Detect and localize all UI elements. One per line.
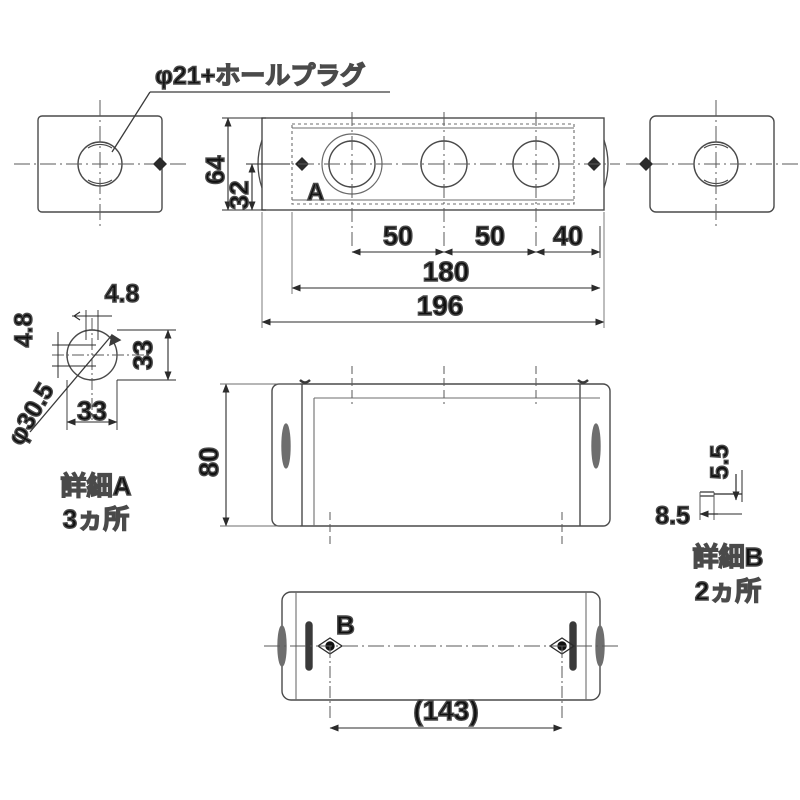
detail-b-subtitle: 2ヵ所	[695, 576, 761, 606]
dim-line-180	[291, 212, 601, 294]
dim-bottom-hole-pitch: (143)	[413, 695, 478, 726]
detail-a-dim-top: 4.8	[105, 280, 140, 308]
dim-length-inner: 180	[423, 256, 470, 287]
detail-b-dim-horizontal: 8.5	[655, 502, 690, 530]
detail-a-subtitle: 3ヵ所	[63, 504, 129, 534]
bottom-view-section-label-b: B	[336, 610, 355, 640]
hole-plug-note: φ21+ホールプラグ	[155, 62, 365, 90]
detail-b-title: 詳細B	[693, 542, 764, 572]
right-end-view	[626, 100, 798, 226]
dim-pitch-1: 50	[383, 221, 413, 251]
dim-height-inner: 32	[224, 181, 254, 210]
dim-front-height: 80	[194, 447, 224, 477]
front-view-dimension-80	[220, 383, 300, 527]
dim-pitch-3: 40	[553, 221, 583, 251]
bottom-view	[264, 591, 620, 718]
detail-b-drawing	[699, 470, 743, 520]
dim-length-overall: 196	[417, 290, 464, 321]
top-view-vertical-dimensions	[222, 117, 290, 211]
detail-a-dim-left: 4.8	[10, 313, 38, 348]
detail-b-dim-vertical: 5.5	[706, 445, 734, 480]
detail-a-title: 詳細A	[61, 471, 132, 501]
left-end-view	[14, 100, 186, 226]
hole-plug-note-leader	[111, 91, 390, 153]
detail-a-dim-right: 33	[128, 340, 158, 370]
dim-line-196	[261, 212, 605, 328]
top-view	[246, 112, 620, 246]
detail-a-drawing	[29, 310, 176, 433]
front-view	[271, 366, 611, 544]
dim-height-overall: 64	[200, 155, 230, 184]
top-view-section-label-a: A	[307, 179, 324, 206]
top-view-pitch-dimensions	[351, 226, 601, 258]
detail-a-dim-bottom: 33	[77, 396, 107, 426]
detail-a-dim-diameter: φ30.5	[2, 378, 60, 450]
dim-pitch-2: 50	[475, 221, 505, 251]
